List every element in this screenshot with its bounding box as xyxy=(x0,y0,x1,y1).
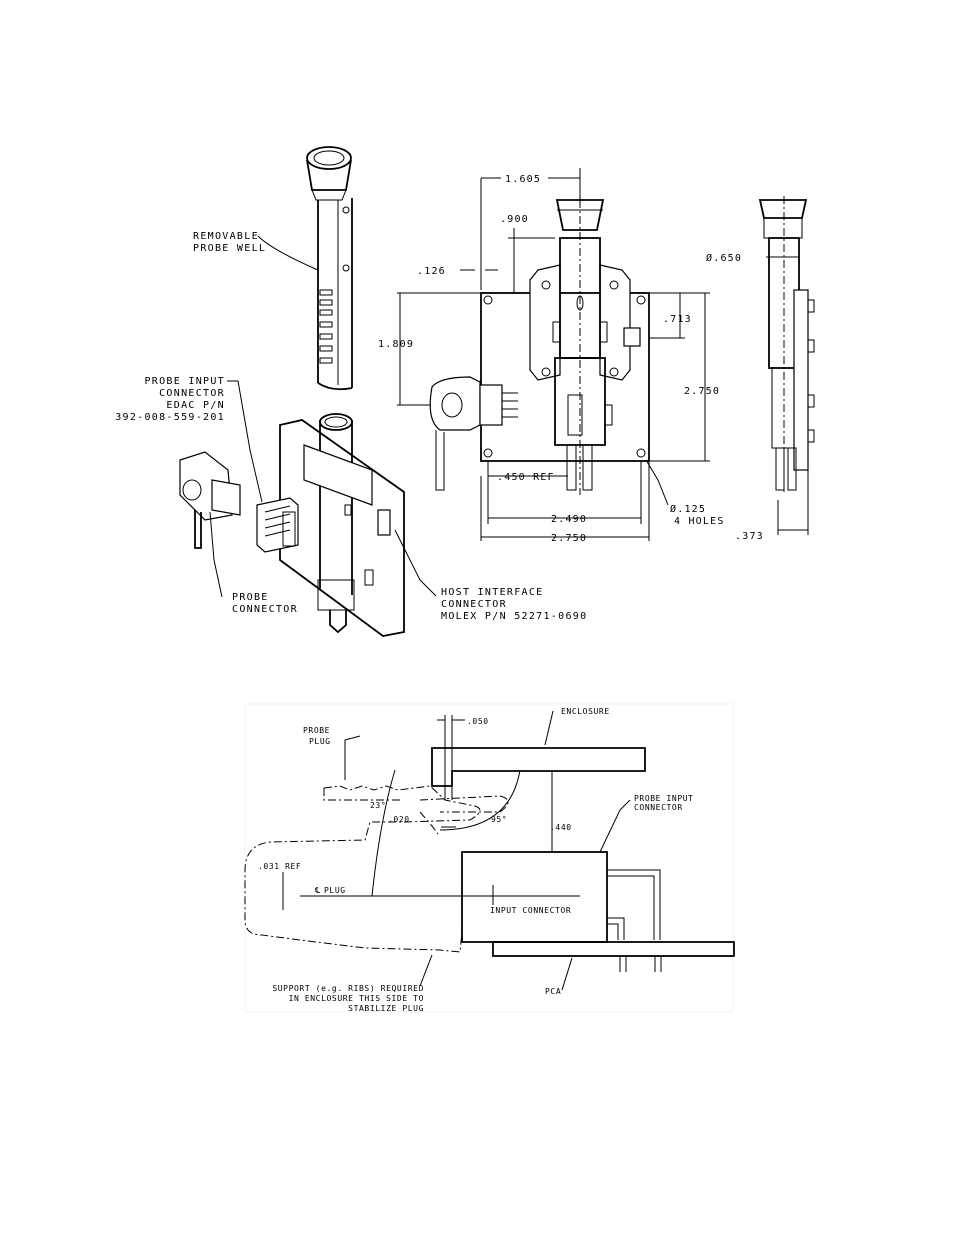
probe-well-drawing xyxy=(306,146,353,391)
front-dimensions: 1.605 .900 .126 1.809 .713 2.750 .450 R xyxy=(378,168,725,544)
dim-2750-horizontal: 2.750 xyxy=(551,533,587,544)
side-view: Ø.650 .373 xyxy=(706,196,815,542)
pca-label: PCA xyxy=(545,987,561,996)
probe-plug-outline xyxy=(244,785,481,953)
pca-board xyxy=(492,941,735,957)
probe-input-connector-label: PROBE INPUT CONNECTOR EDAC P/N 392-008-5… xyxy=(115,376,225,423)
enclosure-wall xyxy=(431,747,646,787)
support-note-line1: SUPPORT (e.g. RIBS) REQUIRED xyxy=(272,984,424,993)
holes-count: 4 HOLES xyxy=(674,516,725,527)
svg-text:PROBE WELL: PROBE WELL xyxy=(193,243,266,254)
svg-text:CONNECTOR: CONNECTOR xyxy=(441,599,507,610)
dim-650-diameter: Ø.650 xyxy=(706,252,742,264)
probe-plug-label-line2: PLUG xyxy=(309,737,331,746)
probe-plug-label-line1: PROBE xyxy=(303,726,330,735)
dim-373: .373 xyxy=(735,531,764,542)
probe-input-connector-label-line1: PROBE INPUT xyxy=(634,794,694,803)
dim-713: .713 xyxy=(663,314,692,325)
input-connector-label: INPUT CONNECTOR xyxy=(490,906,571,915)
dim-1605: 1.605 xyxy=(505,174,541,185)
pcb-outline xyxy=(480,292,650,462)
dim-020: .020 xyxy=(388,815,410,824)
dim-031-ref: .031 REF xyxy=(258,862,301,871)
front-view: 1.605 .900 .126 1.809 .713 2.750 .450 R xyxy=(378,168,725,544)
dim-050: .050 xyxy=(467,717,489,726)
enclosure-label: ENCLOSURE xyxy=(561,707,610,716)
board-assembly-drawing xyxy=(256,413,405,637)
support-note-line2: IN ENCLOSURE THIS SIDE TO xyxy=(289,994,424,1003)
section-view: .050 ENCLOSURE PROBE PLUG 23° .020 95° .… xyxy=(244,703,735,1013)
support-note-line3: STABILIZE PLUG xyxy=(348,1004,424,1013)
svg-text:PROBE: PROBE xyxy=(232,592,269,603)
probe-connector-label: PROBE CONNECTOR xyxy=(232,592,298,615)
svg-text:EDAC P/N: EDAC P/N xyxy=(166,400,225,411)
host-interface-connector-label: HOST INTERFACE CONNECTOR MOLEX P/N 52271… xyxy=(441,587,587,622)
probe-input-connector-label-line2: CONNECTOR xyxy=(634,803,683,812)
svg-text:PROBE INPUT: PROBE INPUT xyxy=(144,376,225,387)
connector-body xyxy=(461,851,608,943)
removable-probe-well-label: REMOVABLE PROBE WELL xyxy=(193,231,266,254)
angle-23: 23° xyxy=(370,801,386,810)
dim-2750-vertical: 2.750 xyxy=(684,386,720,397)
angle-95: 95° xyxy=(491,815,507,824)
plug-centerline-label: PLUG xyxy=(324,886,346,895)
dim-hole-diameter: Ø.125 xyxy=(670,503,706,515)
svg-text:CONNECTOR: CONNECTOR xyxy=(232,604,298,615)
svg-text:HOST INTERFACE: HOST INTERFACE xyxy=(441,587,544,598)
iso-leaders xyxy=(209,235,437,598)
dim-126: .126 xyxy=(417,266,446,277)
svg-text:CONNECTOR: CONNECTOR xyxy=(159,388,225,399)
probe-connector-drawing xyxy=(179,451,241,549)
dim-1809: 1.809 xyxy=(378,339,414,350)
svg-text:REMOVABLE: REMOVABLE xyxy=(193,231,259,242)
svg-text:MOLEX P/N 52271-0690: MOLEX P/N 52271-0690 xyxy=(441,611,587,622)
dim-440: .440 xyxy=(550,823,572,832)
dim-900: .900 xyxy=(500,214,529,225)
dim-2490: 2.490 xyxy=(551,514,587,525)
isometric-view: REMOVABLE PROBE WELL PROBE INPUT CONNECT… xyxy=(115,146,587,637)
plug-centerline-symbol: ℄ xyxy=(314,886,321,895)
svg-text:392-008-559-201: 392-008-559-201 xyxy=(115,412,225,423)
dim-450-ref: .450 REF xyxy=(497,472,555,483)
